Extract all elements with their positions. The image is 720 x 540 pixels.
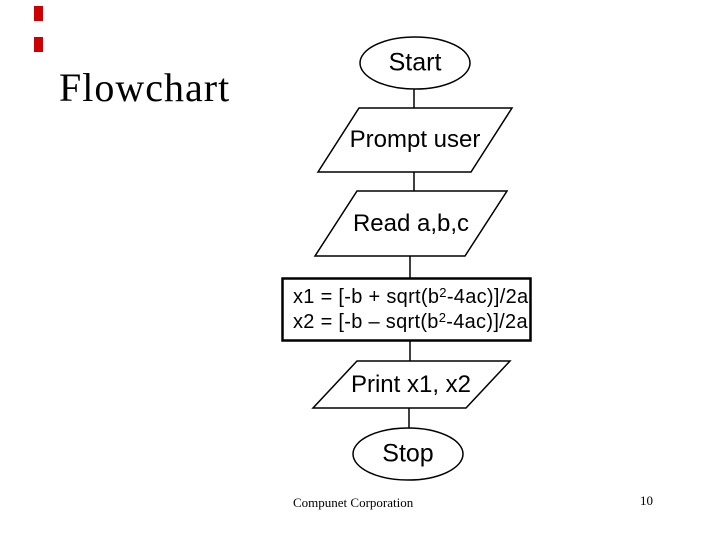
- read-io-shape: [313, 190, 509, 257]
- prompt-node-label: Prompt user: [349, 126, 481, 153]
- red-accent-bar-bottom: [34, 37, 43, 52]
- stop-terminator-shape: [352, 427, 464, 481]
- start-node-label: Start: [388, 48, 442, 77]
- stop-node-label: Stop: [382, 439, 434, 468]
- footer-company-name: Compunet Corporation: [293, 495, 414, 510]
- red-accent-bar-top: [34, 6, 43, 21]
- slide-title: Flowchart: [59, 65, 231, 110]
- formula-line-1: x1 = [-b + sqrt(b2-4ac)]/2a: [293, 285, 529, 310]
- formula-line-2-post: -4ac)]/2a: [446, 311, 528, 333]
- prompt-io-shape: [316, 107, 514, 173]
- formula-line-1-pre: x1 = [-b + sqrt(b: [293, 286, 440, 308]
- process-node-text: x1 = [-b + sqrt(b2-4ac)]/2a x2 = [-b – s…: [293, 285, 529, 335]
- formula-line-1-superscript: 2: [439, 285, 447, 300]
- formula-line-2-pre: x2 = [-b – sqrt(b: [293, 311, 439, 333]
- process-rect-shape: [281, 277, 532, 342]
- read-node-label: Read a,b,c: [352, 210, 470, 237]
- footer-page-number: 10: [640, 493, 653, 508]
- formula-line-2: x2 = [-b – sqrt(b2-4ac)]/2a: [293, 310, 529, 335]
- formula-line-2-superscript: 2: [438, 310, 447, 325]
- print-io-shape: [311, 360, 512, 409]
- formula-line-1-post: -4ac)]/2a: [446, 286, 529, 308]
- start-terminator-shape: [359, 36, 471, 90]
- print-node-label: Print x1, x2: [350, 371, 472, 398]
